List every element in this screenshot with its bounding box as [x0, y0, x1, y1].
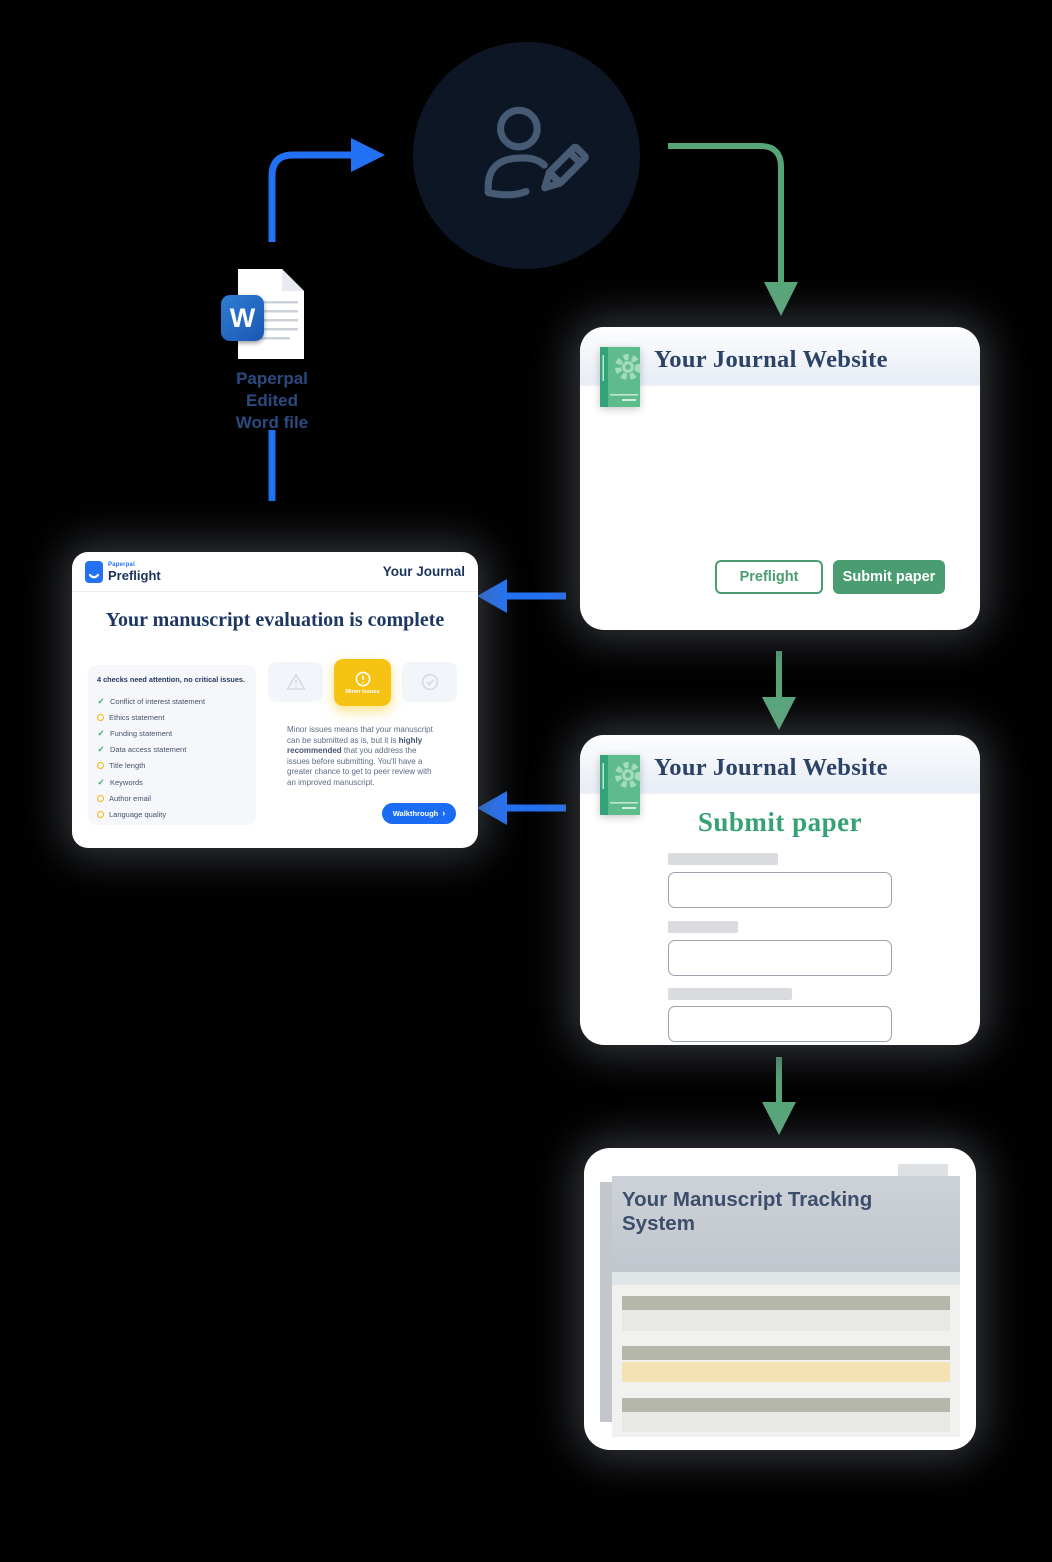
checks-summary: 4 checks need attention, no critical iss…	[97, 675, 246, 684]
minor-issues-label: Minor Issues	[345, 688, 380, 695]
journal-header-band	[580, 327, 980, 386]
check-status-icon	[97, 778, 105, 786]
brand-paperpal-label: Paperpal	[108, 561, 135, 568]
your-journal-label: Your Journal	[382, 564, 465, 579]
warning-triangle-icon	[286, 674, 305, 690]
paperpal-logo-icon	[85, 560, 103, 583]
brand-preflight-label: Preflight	[108, 567, 161, 583]
side-strip-placeholder	[600, 1182, 614, 1422]
tracking-table	[612, 1285, 960, 1437]
minor-issues-tile: Minor Issues	[334, 659, 391, 706]
check-status-icon	[97, 697, 105, 705]
check-item: Conflict of interest statement	[97, 693, 247, 709]
table-row	[622, 1310, 950, 1331]
preflight-report-card: Paperpal Preflight Your Journal Your man…	[72, 552, 478, 848]
check-item: Author email	[97, 790, 247, 806]
preflight-button[interactable]: Preflight	[715, 560, 823, 594]
check-circle-icon	[421, 673, 438, 691]
tracking-system-card: Your Manuscript Tracking System	[584, 1148, 976, 1450]
check-status-icon	[97, 810, 104, 818]
table-row	[622, 1296, 950, 1310]
form-input-2[interactable]	[668, 940, 892, 976]
table-row	[622, 1398, 950, 1412]
tracking-header: Your Manuscript Tracking System	[612, 1176, 960, 1272]
journal-site-title: Your Journal Website	[654, 346, 888, 373]
journal-website-card: Your Journal Website Preflight Submit pa…	[580, 327, 980, 630]
table-row	[622, 1346, 950, 1360]
journal-submit-card: Your Journal Website Submit paper	[580, 735, 980, 1045]
submit-paper-button[interactable]: Submit paper	[833, 560, 945, 594]
all-clear-tile	[402, 662, 457, 702]
check-item: Ethics statement	[97, 709, 247, 725]
form-input-3[interactable]	[668, 1006, 892, 1042]
check-item: Data access statement	[97, 742, 247, 758]
check-status-icon	[97, 713, 104, 721]
form-field-label-placeholder	[668, 853, 778, 865]
table-row	[622, 1412, 950, 1432]
paperpal-preflight-brand: Paperpal Preflight	[85, 560, 161, 583]
check-item: Title length	[97, 758, 247, 774]
check-status-icon	[97, 729, 105, 737]
check-item: Keywords	[97, 774, 247, 790]
check-status-icon	[97, 746, 105, 754]
word-logo-badge: W	[221, 295, 264, 341]
person-edit-icon	[484, 106, 589, 198]
submission-form	[668, 853, 892, 1042]
table-row-highlighted	[622, 1362, 950, 1382]
preflight-header: Paperpal Preflight Your Journal	[72, 552, 478, 592]
check-status-icon	[97, 794, 104, 802]
author-node	[413, 42, 640, 269]
journal-site-title: Your Journal Website	[654, 754, 888, 781]
exclamation-circle-icon	[355, 671, 370, 686]
form-input-1[interactable]	[668, 872, 892, 908]
check-item: Language quality	[97, 806, 247, 822]
checks-panel: 4 checks need attention, no critical iss…	[88, 665, 256, 825]
check-item: Funding statement	[97, 725, 247, 741]
walkthrough-button[interactable]: Walkthrough	[382, 803, 456, 824]
word-file-label: Paperpal Edited Word file	[235, 369, 309, 432]
critical-issues-tile	[268, 662, 323, 702]
journal-cover-icon	[600, 347, 640, 407]
evaluation-complete-heading: Your manuscript evaluation is complete	[105, 609, 445, 631]
journal-cover-icon	[600, 755, 640, 815]
check-status-icon	[97, 762, 104, 770]
tracking-title: Your Manuscript Tracking System	[622, 1188, 873, 1235]
chevron-right-icon	[442, 809, 445, 818]
severity-tiles: Minor Issues	[268, 659, 457, 706]
toolbar-placeholder	[612, 1272, 960, 1285]
form-field-label-placeholder	[668, 988, 792, 1000]
form-field-label-placeholder	[668, 921, 738, 933]
arrow-author-to-journal	[668, 143, 784, 283]
journal-header-band	[580, 735, 980, 794]
submit-paper-heading: Submit paper	[697, 807, 863, 837]
arrow-wordfile-to-author	[268, 151, 351, 242]
minor-issues-description: Minor issues means that your manuscript …	[287, 725, 433, 787]
